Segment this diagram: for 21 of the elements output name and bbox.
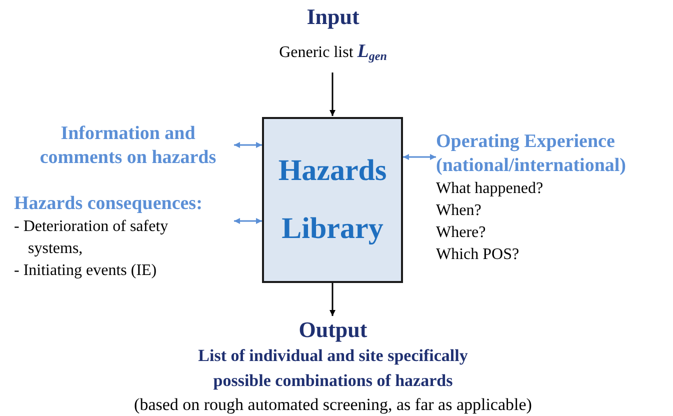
double-arrow [234,142,262,148]
question-text: When? [436,201,482,221]
section-heading: Input [306,4,360,30]
double-arrow [234,218,262,224]
section-heading: Output [298,317,368,343]
question-text: Which POS? [436,245,520,265]
input-description: Generic list L$_{gen}$ [279,40,387,65]
list-item: - Deterioration of safety systems, [14,217,170,259]
question-text: Where? [436,223,486,243]
note-text: (based on rough automated screening, as far as applicable) [134,394,532,416]
double-arrow [403,154,436,160]
library-box [262,117,403,283]
box-title: Hazards Library [278,153,388,247]
output-description: List of individual and site specifically possible combinations of hazards [197,345,469,392]
arrow [330,72,336,116]
list-item: - Initiating events (IE) [14,261,158,281]
side-heading: Operating Experience (national/international) [436,130,628,178]
side-heading: Information and comments on hazards [38,122,218,170]
question-text: What happened? [436,179,544,199]
arrow [330,283,336,316]
side-heading: Hazards consequences: [14,192,202,216]
